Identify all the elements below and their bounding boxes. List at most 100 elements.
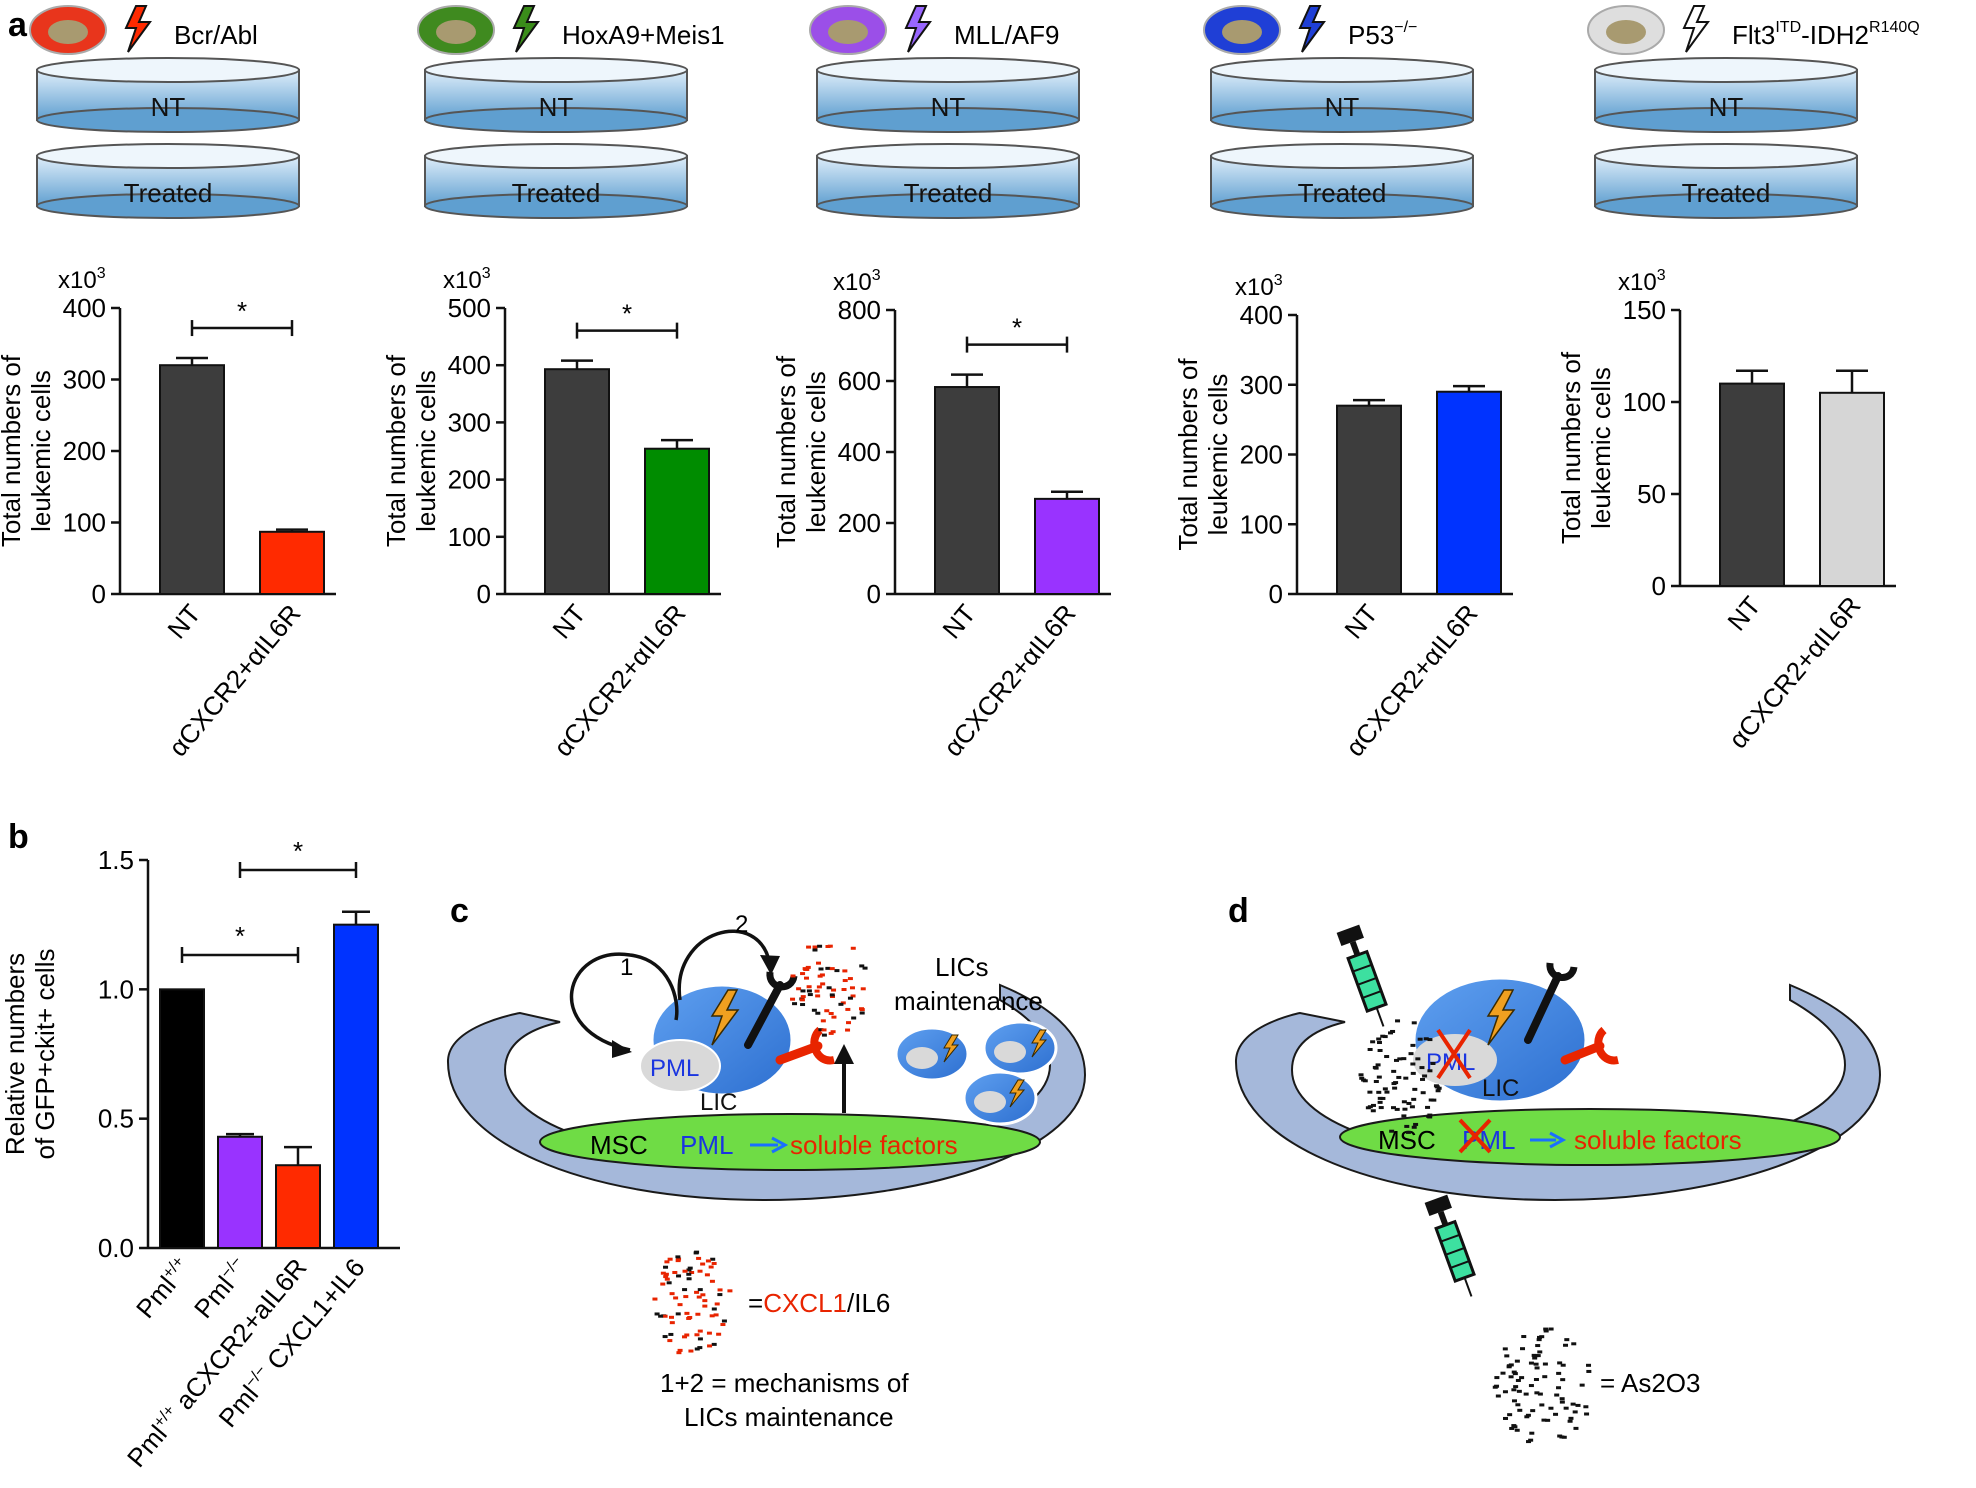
particle: [1559, 1435, 1565, 1439]
lics-label: LICs: [935, 952, 988, 982]
particle: [711, 1307, 717, 1311]
particle: [663, 1275, 669, 1279]
particle: [709, 1314, 715, 1318]
y-tick-label: 0: [92, 579, 106, 609]
particle: [694, 1333, 700, 1337]
particle: [1509, 1426, 1515, 1430]
particle: [1504, 1354, 1510, 1358]
particle: [1370, 1103, 1376, 1107]
particle: [825, 966, 831, 970]
y-tick-label: 600: [838, 366, 881, 396]
panel-label-b: b: [8, 818, 29, 856]
particle: [1393, 1058, 1399, 1062]
particle: [714, 1302, 720, 1306]
particle: [663, 1272, 669, 1276]
particle: [831, 988, 837, 992]
particle: [1575, 1403, 1581, 1407]
cxcl1-legend-cloud: [652, 1250, 733, 1355]
particle: [812, 948, 818, 952]
particle: [1427, 1115, 1433, 1119]
dish-nt-base: [424, 107, 688, 133]
particle: [800, 989, 806, 993]
particle: [1419, 1066, 1425, 1070]
particle: [1425, 1105, 1431, 1109]
genotype-sup: −/−: [1394, 19, 1417, 36]
particle: [1541, 1418, 1547, 1422]
particle: [1553, 1412, 1559, 1416]
particle: [1412, 1087, 1418, 1091]
particle: [1359, 1076, 1365, 1080]
particle: [683, 1295, 689, 1299]
particle: [686, 1268, 692, 1272]
y-multiplier-exp: 3: [97, 265, 106, 282]
y-tick-label: 0: [1652, 571, 1666, 601]
significance-star: *: [293, 836, 303, 866]
cell-nucleus-icon: [1606, 20, 1646, 44]
dish-treated-base: [1210, 193, 1474, 219]
particle: [696, 1295, 702, 1299]
bar: [1336, 404, 1402, 595]
panel-c-schematic: MSC PML soluble factors PML LIC 1 2: [446, 911, 1087, 1432]
particle: [700, 1262, 706, 1266]
y-axis-label-line1: Total numbers of: [381, 354, 411, 547]
lic-label-d: LIC: [1482, 1075, 1519, 1102]
particle: [666, 1281, 672, 1285]
particle: [721, 1319, 727, 1323]
particle: [1410, 1071, 1416, 1075]
particle: [1511, 1399, 1517, 1403]
lic-cluster: [894, 1020, 1058, 1126]
particle: [859, 1011, 865, 1015]
dish-nt-label: NT: [931, 92, 966, 122]
particle: [1382, 1035, 1388, 1039]
cell-nucleus-icon: [48, 20, 88, 44]
dish-nt-rim: [1210, 57, 1474, 83]
particle: [790, 974, 796, 978]
loop-label-2: 2: [735, 911, 748, 938]
particle: [859, 964, 865, 968]
particle: [1523, 1392, 1529, 1396]
particle: [1380, 1096, 1386, 1100]
particle: [1376, 1037, 1382, 1041]
particle: [1436, 1086, 1442, 1090]
genotype-label: MLL/AF9: [954, 20, 1060, 50]
particle: [1556, 1371, 1562, 1375]
particle: [805, 965, 811, 969]
particle: [1507, 1413, 1513, 1417]
bar: [1719, 382, 1785, 587]
particle: [1542, 1362, 1548, 1366]
particle: [851, 1016, 857, 1020]
genotype-sup: ITD: [1775, 19, 1801, 36]
dish-nt-base: [1594, 107, 1858, 133]
y-tick-label: 300: [448, 407, 491, 437]
particle: [1539, 1335, 1545, 1339]
particle: [1410, 1043, 1416, 1047]
particle: [1559, 1400, 1565, 1404]
particle: [847, 977, 853, 981]
particle: [1573, 1426, 1579, 1430]
genotype-mid: -IDH2: [1801, 20, 1869, 50]
particle: [1559, 1397, 1565, 1401]
pml-nucleus: [639, 1039, 721, 1093]
pml-nucleus-label: PML: [650, 1055, 699, 1082]
particle: [1431, 1098, 1437, 1102]
particle: [846, 1021, 852, 1025]
x-tick-label: NT: [936, 598, 981, 644]
y-tick-label: 0: [867, 579, 881, 609]
particle: [1395, 1019, 1401, 1023]
particle: [1570, 1402, 1576, 1406]
msc-label-d: MSC: [1378, 1125, 1436, 1155]
particle: [682, 1288, 688, 1292]
y-tick-label: 100: [1240, 509, 1283, 539]
particle: [825, 944, 831, 948]
particle: [1548, 1327, 1554, 1331]
particle: [1533, 1362, 1539, 1366]
particle: [1586, 1363, 1592, 1367]
particle: [1556, 1386, 1562, 1390]
legend-as2o3: = As2O3: [1600, 1368, 1700, 1398]
y-axis-label-line1: Total numbers of: [1556, 351, 1586, 544]
particle: [1376, 1075, 1382, 1079]
